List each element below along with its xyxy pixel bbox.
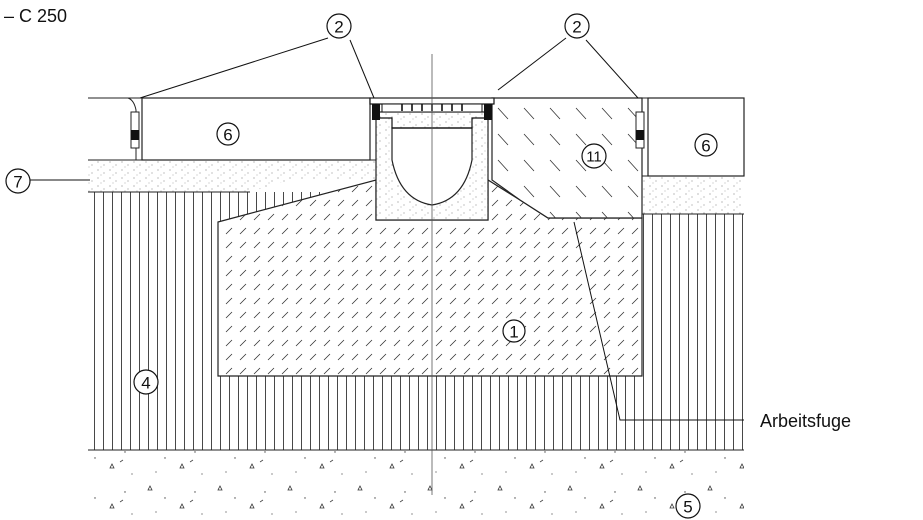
callout-6-left-label: 6	[223, 126, 232, 145]
paving-block-left	[88, 97, 371, 161]
callout-2-right-label: 2	[572, 18, 581, 37]
callout-6-left: 6	[216, 122, 240, 146]
callout-4: 4	[133, 369, 159, 395]
callout-2-left: 2	[326, 13, 352, 39]
callout-2-left-label: 2	[334, 18, 343, 37]
callout-2-right: 2	[564, 13, 590, 39]
callout-11-label: 11	[586, 149, 602, 166]
callout-7: 7	[5, 168, 31, 194]
bedding-layer	[88, 159, 744, 215]
callout-6-right-label: 6	[701, 137, 710, 156]
paving-block-right	[635, 97, 745, 177]
callout-4-label: 4	[141, 374, 150, 393]
callout-1: 1	[502, 319, 526, 343]
callout-1-label: 1	[509, 323, 518, 342]
callout-6-right: 6	[694, 133, 718, 157]
subsoil-layer	[88, 450, 744, 520]
callout-5-label: 5	[683, 498, 692, 517]
working-joint-label: Arbeitsfuge	[760, 411, 851, 431]
drawing-title: – C 250	[4, 6, 67, 26]
callout-11: 11	[581, 143, 607, 169]
callout-5: 5	[675, 493, 701, 519]
callout-7-label: 7	[13, 173, 22, 192]
concrete-foundation	[217, 178, 643, 377]
callout-leaders	[28, 37, 744, 421]
